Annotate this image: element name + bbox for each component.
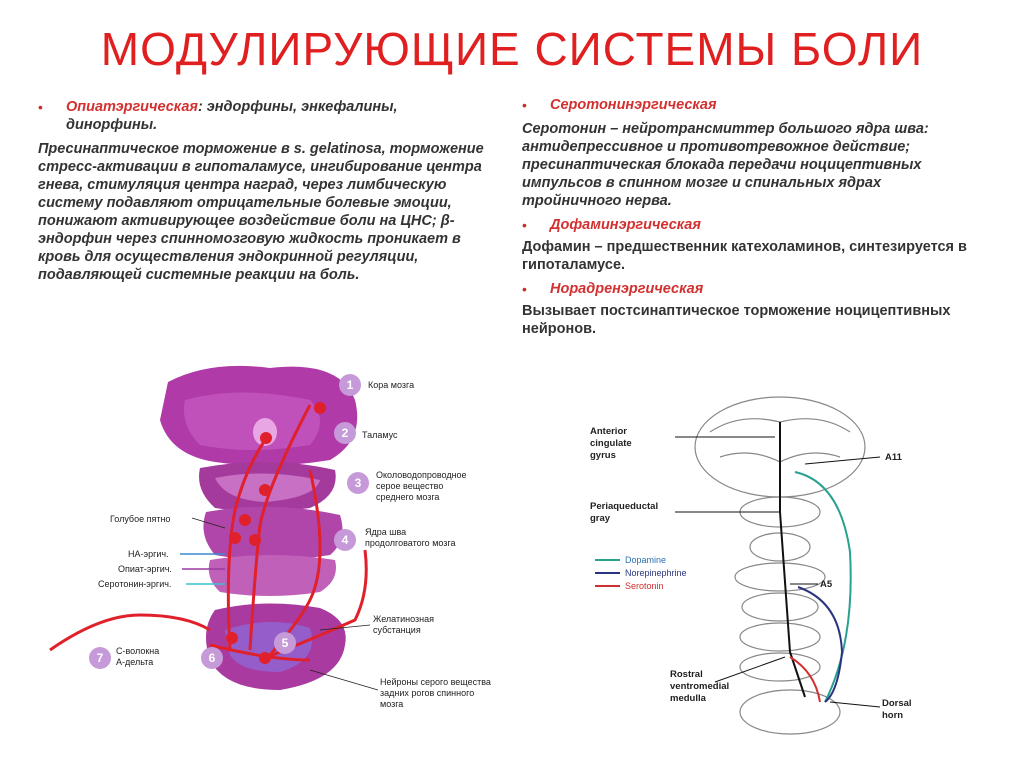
legend-norepinephrine: Norepinephrine [625,568,687,578]
label-acg-line2: cingulate [590,438,632,449]
bullet-icon: • [522,97,527,113]
label-thalamus: Таламус [362,430,398,440]
serotonin-paragraph: Серотонин – нейротрансмиттер большого яд… [522,121,929,209]
label-acg-line3: gyrus [590,450,616,461]
bullet-icon: • [522,281,527,297]
page-title: МОДУЛИРУЮЩИЕ СИСТЕМЫ БОЛИ [100,23,924,75]
leader-lines [180,517,379,691]
bullet-term: Дофаминэргическая [550,217,701,233]
label-na-ergic: НА-эргич. [128,549,169,559]
bullet-icon: • [38,99,43,115]
level-markers: 1 2 3 4 5 6 7 [89,374,369,669]
label-raphe-line1: Ядра шва [365,527,406,537]
label-opiate-ergic: Опиат-эргич. [118,564,172,574]
medulla-section [208,555,336,596]
label-leaders [675,436,881,708]
level-number: 5 [282,636,289,650]
label-pag-line3: среднего мозга [376,492,439,502]
label-a11: A11 [885,452,903,463]
legend-serotonin: Serotonin [625,581,664,591]
left-text-column: • Опиатэргическая: эндорфины, энкефалины… [38,98,488,290]
serotonin-path [789,656,821,703]
bullet-term: Норадренэргическая [550,281,704,297]
level-labels: Кора мозга Таламус Околоводопроводное се… [116,380,491,709]
label-dorsal-horn-line2: задних рогов спинного [380,688,474,698]
left-side-labels: Голубое пятно НА-эргич. Опиат-эргич. Сер… [98,514,172,589]
bullet-opioid: • Опиатэргическая: эндорфины, энкефалины… [38,98,488,134]
black-descending-path [779,422,806,698]
label-locus-coeruleus: Голубое пятно [110,514,170,524]
label-a5: A5 [820,579,833,590]
level-number: 7 [97,651,104,665]
bullet-term: Опиатэргическая [66,99,198,115]
legend-dopamine: Dopamine [625,555,666,565]
label-pag-line1: Околоводопроводное [376,470,467,480]
label-gelatinosa-line1: Желатинозная [373,614,434,624]
bullet-serotonin: • Серотонинэргическая [522,96,972,114]
opioid-paragraph: Пресинаптическое торможение в s. gelatin… [38,141,484,283]
spinal-cord-slice [739,689,841,735]
right-text-column: • Серотонинэргическая Серотонин – нейрот… [522,96,972,344]
label-pag-line2: gray [590,513,611,524]
label-fibers-line2: А-дельта [116,657,153,667]
label-cortex: Кора мозга [368,380,414,390]
norepinephrine-path [797,586,844,703]
label-fibers-line1: С-волокна [116,646,159,656]
label-dorsal-line1: Dorsal [882,698,912,709]
neuron-nodes [226,402,326,664]
label-rvm-line1: Rostral [670,669,703,680]
bullet-icon: • [522,217,527,233]
label-rvm-line2: ventromedial [670,681,729,692]
bullet-noradrenaline: • Норадренэргическая [522,280,972,298]
label-dorsal-horn-line3: мозга [380,699,403,709]
label-dorsal-line2: horn [882,710,903,721]
neurotransmitter-pathways-diagram: Anterior cingulate gyrus Periaqueductal … [590,396,912,735]
bullet-rest: : эндорфины, энкефалины, динорфины. [66,99,398,133]
level-number: 1 [347,378,354,392]
diagram-labels: Anterior cingulate gyrus Periaqueductal … [590,426,912,721]
label-acg-line1: Anterior [590,426,627,437]
level-number: 6 [209,651,216,665]
bullet-dopamine: • Дофаминэргическая [522,216,972,234]
label-gelatinosa-line2: субстанция [373,625,421,635]
label-pag-line1: Periaqueductal [590,501,658,512]
level-number: 4 [342,533,349,547]
bullet-term: Серотонинэргическая [550,97,717,113]
noradrenaline-paragraph: Вызывает постсинаптическое торможение но… [522,303,951,337]
label-rvm-line3: medulla [670,693,707,704]
level-number: 3 [355,476,362,490]
label-pag-line2: серое вещество [376,481,443,491]
pons-section [203,506,343,560]
dopamine-paragraph: Дофамин – предшественник катехоламинов, … [522,239,967,273]
pain-modulation-pathways-diagram: 1 2 3 4 5 6 7 Кора мозга Таламус Околово… [49,365,491,709]
label-dorsal-horn-line1: Нейроны серого вещества [380,677,491,687]
dopamine-path [794,471,852,703]
label-raphe-line2: продолговатого мозга [365,538,456,548]
label-serotonin-ergic: Серотонин-эргич. [98,579,171,589]
legend: Dopamine Norepinephrine Serotonin [595,555,687,591]
level-number: 2 [342,426,349,440]
